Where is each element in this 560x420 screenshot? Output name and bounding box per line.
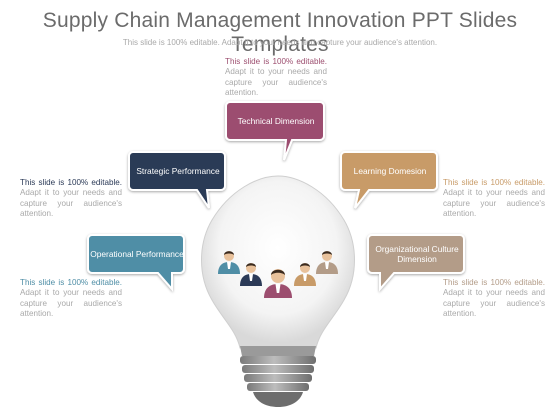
description-body: Adapt it to your needs and capture your … [225, 67, 327, 98]
description-learning: This slide is 100% editable. Adapt it to… [443, 178, 545, 220]
bubble-label-operational: Operational Performance [90, 248, 184, 259]
description-lead: This slide is 100% editable. [443, 278, 545, 287]
description-lead: This slide is 100% editable. [20, 278, 122, 287]
description-strategic: This slide is 100% editable. Adapt it to… [20, 178, 122, 220]
bubble-operational-performance [87, 234, 185, 292]
bubble-learning-domesion [340, 151, 438, 209]
bubble-label-technical: Technical Dimension [237, 115, 315, 126]
description-organizational: This slide is 100% editable. Adapt it to… [443, 278, 545, 320]
description-lead: This slide is 100% editable. [225, 57, 327, 66]
description-technical: This slide is 100% editable. Adapt it to… [225, 57, 327, 99]
description-lead: This slide is 100% editable. [20, 178, 122, 187]
lightbulb-icon [201, 175, 355, 407]
description-body: Adapt it to your needs and capture your … [443, 188, 545, 219]
slide-title: Supply Chain Management Innovation PPT S… [42, 9, 518, 56]
bubble-technical-dimension [225, 101, 325, 161]
team-people-icon [218, 251, 338, 298]
description-body: Adapt it to your needs and capture your … [443, 288, 545, 319]
bubble-strategic-performance [128, 151, 226, 209]
slide-subtitle: This slide is 100% editable. Adapt it to… [122, 38, 438, 47]
bubble-label-organizational: Organizational Culture Dimension [375, 243, 459, 265]
bubble-label-strategic: Strategic Performance [136, 165, 220, 176]
description-body: Adapt it to your needs and capture your … [20, 188, 122, 219]
bubble-organizational-culture [367, 234, 465, 292]
bubble-label-learning: Learning Domesion [353, 165, 427, 176]
description-operational: This slide is 100% editable. Adapt it to… [20, 278, 122, 320]
description-body: Adapt it to your needs and capture your … [20, 288, 122, 319]
description-lead: This slide is 100% editable. [443, 178, 545, 187]
